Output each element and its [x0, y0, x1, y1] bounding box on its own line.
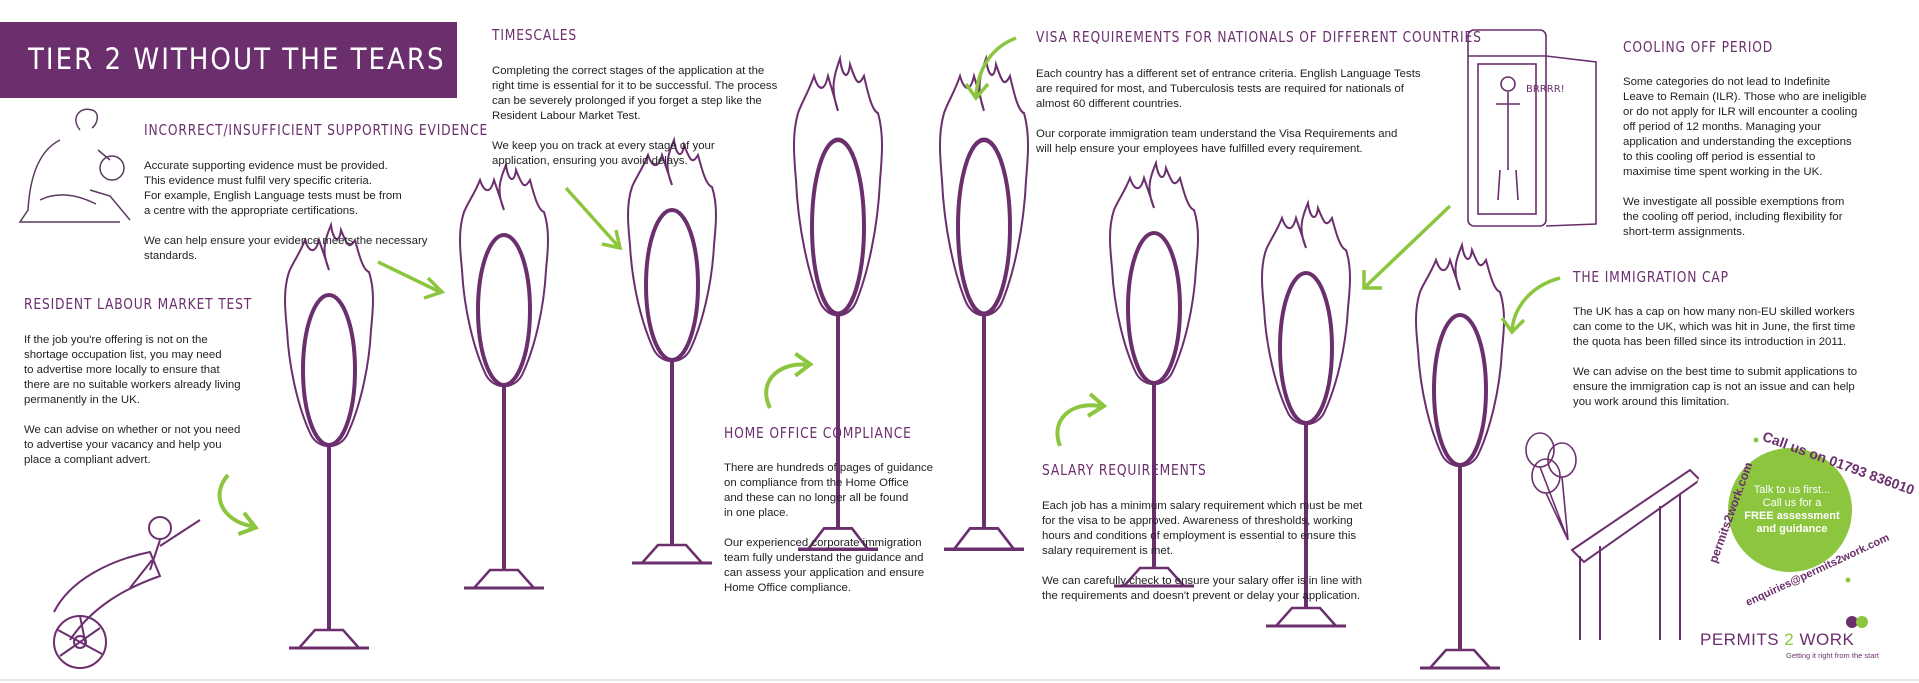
- curved-arrow-icon: [964, 36, 1017, 101]
- curved-arrow-icon: [1500, 276, 1561, 335]
- visa-body: Each country has a different set of entr…: [1036, 68, 1421, 155]
- contact-badge: [1693, 413, 1887, 607]
- rlmt-body: If the job you're offering is not on the…: [24, 334, 241, 466]
- phone-box-text: BRRRR!: [1526, 84, 1565, 95]
- curved-arrow-icon: [1055, 392, 1106, 448]
- badge-line-4: and guidance: [1756, 523, 1828, 535]
- timescales-body: Completing the correct stages of the app…: [492, 65, 778, 167]
- fiery-hoop-icon: [1414, 243, 1506, 670]
- fiery-hoop-icon: [458, 163, 550, 590]
- ramp-icon: [1570, 468, 1702, 640]
- straight-arrow-icon: [377, 260, 446, 300]
- company-logo: PERMITS 2 WORK: [1700, 630, 1854, 650]
- phone-box-icon: [1467, 29, 1597, 227]
- badge-dots: [1753, 437, 1851, 583]
- home-office-heading: HOME OFFICE COMPLIANCE: [724, 424, 912, 442]
- cooling-heading: COOLING OFF PERIOD: [1623, 38, 1774, 56]
- rlmt-heading: RESIDENT LABOUR MARKET TEST: [24, 295, 253, 313]
- cap-heading: THE IMMIGRATION CAP: [1573, 268, 1729, 286]
- balloons-icon: [1525, 432, 1577, 541]
- cannon-man-icon: [53, 516, 201, 669]
- curved-arrow-icon: [205, 472, 272, 541]
- cap-body: The UK has a cap on how many non-EU skil…: [1573, 306, 1858, 408]
- badge-line-1: Talk to us first...: [1753, 484, 1831, 496]
- cooling-body: Some categories do not lead to Indefinit…: [1623, 76, 1867, 238]
- evidence-body: Accurate supporting evidence must be pro…: [144, 160, 428, 262]
- salary-heading: SALARY REQUIREMENTS: [1042, 461, 1207, 479]
- fiery-hoop-icon: [626, 138, 718, 565]
- badge-line-2: Call us for a: [1762, 497, 1822, 509]
- page-title: TIER 2 WITHOUT THE TEARS: [28, 42, 446, 76]
- salary-body: Each job has a minimum salary requiremen…: [1042, 500, 1363, 602]
- logo-part-3: WORK: [1794, 630, 1855, 649]
- badge-line-3: FREE assessment: [1744, 510, 1840, 522]
- evidence-heading: INCORRECT/INSUFFICIENT SUPPORTING EVIDEN…: [144, 121, 489, 139]
- fiery-hoop-icon: [283, 223, 375, 650]
- straight-arrow-icon: [564, 186, 623, 251]
- visa-heading: VISA REQUIREMENTS FOR NATIONALS OF DIFFE…: [1036, 28, 1482, 46]
- logo-mark-icon: [1846, 616, 1868, 628]
- curved-arrow-icon: [760, 350, 816, 411]
- straight-arrow-icon: [1362, 204, 1452, 290]
- timescales-heading: TIMESCALES: [492, 26, 577, 44]
- badge-text: Talk to us first... Call us for a FREE a…: [1738, 484, 1846, 536]
- logo-part-2: 2: [1784, 630, 1795, 649]
- magnifier-man-icon: [18, 108, 131, 223]
- home-office-body: There are hundreds of pages of guidance …: [724, 462, 933, 594]
- logo-part-1: PERMITS: [1700, 630, 1785, 649]
- logo-tagline: Getting it right from the start: [1786, 651, 1879, 660]
- title-banner: TIER 2 WITHOUT THE TEARS: [0, 22, 457, 98]
